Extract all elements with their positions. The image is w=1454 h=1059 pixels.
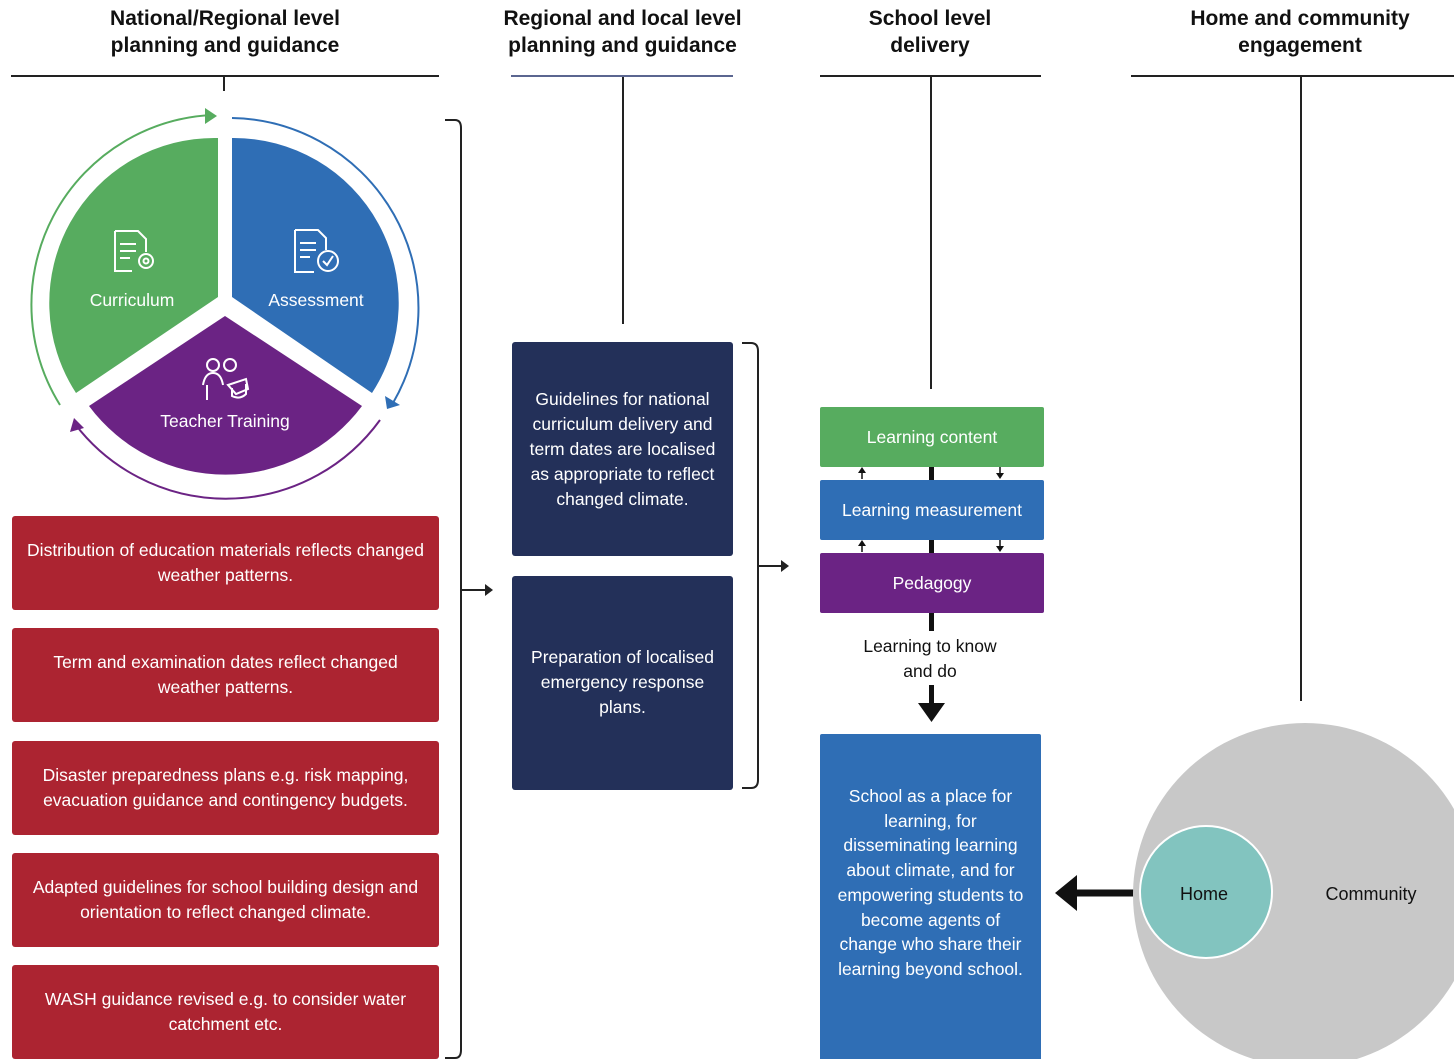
sector-assessment (232, 137, 399, 393)
home-community-diagram: Home Community (1133, 723, 1454, 1059)
sector-curriculum (49, 137, 219, 393)
national-item-materials: Distribution of education materials refl… (12, 516, 439, 610)
header-divider-school (820, 75, 1041, 77)
sector-teacher-training (89, 316, 362, 475)
regional-bracket (742, 342, 789, 789)
header-divider-national (11, 75, 439, 77)
sector-label-teacher-training: Teacher Training (160, 411, 289, 431)
school-stack-connectors (858, 467, 1004, 722)
learning-measurement-box: Learning measurement (820, 480, 1044, 540)
planning-cycle-diagram: Curriculum Assessment Teacher Training (30, 108, 420, 500)
sector-label-assessment: Assessment (268, 290, 363, 310)
column-header-national: National/Regional level planning and gui… (110, 7, 340, 57)
connector-line-regional (622, 77, 624, 324)
connector-line-home (1300, 77, 1302, 701)
national-item-disaster-plans: Disaster preparedness plans e.g. risk ma… (12, 741, 439, 835)
connector-line-national (223, 77, 225, 91)
national-item-term-dates: Term and examination dates reflect chang… (12, 628, 439, 722)
learning-content-box: Learning content (820, 407, 1044, 467)
home-label: Home (1180, 884, 1228, 904)
learning-to-know-label: Learning to know and do (863, 636, 997, 681)
home-circle (1139, 825, 1273, 959)
teacher-training-people-icon (202, 358, 250, 400)
regional-item-localised-guidelines: Guidelines for national curriculum deliv… (512, 342, 733, 556)
header-divider-home (1131, 75, 1454, 77)
assessment-document-icon (294, 229, 339, 273)
community-circle (1133, 723, 1454, 1059)
header-divider-regional (511, 75, 733, 77)
sector-label-curriculum: Curriculum (90, 290, 175, 310)
national-item-wash-guidance: WASH guidance revised e.g. to consider w… (12, 965, 439, 1059)
school-place-box: School as a place for learning, for diss… (820, 734, 1041, 1059)
connector-line-school (930, 77, 932, 389)
pedagogy-box: Pedagogy (820, 553, 1044, 613)
column-header-home-community: Home and community engagement (1190, 7, 1410, 57)
cycle-arrow-purple (74, 419, 381, 500)
cycle-arrow-blue (231, 117, 420, 404)
community-label: Community (1325, 884, 1416, 904)
national-bracket (445, 119, 493, 1059)
curriculum-document-icon (114, 230, 154, 272)
column-header-regional: Regional and local level planning and gu… (503, 7, 742, 57)
regional-item-emergency-plans: Preparation of localised emergency respo… (512, 576, 733, 790)
national-item-building-design: Adapted guidelines for school building d… (12, 853, 439, 947)
cycle-arrow-green (30, 114, 213, 406)
column-header-school: School level delivery (868, 7, 992, 57)
